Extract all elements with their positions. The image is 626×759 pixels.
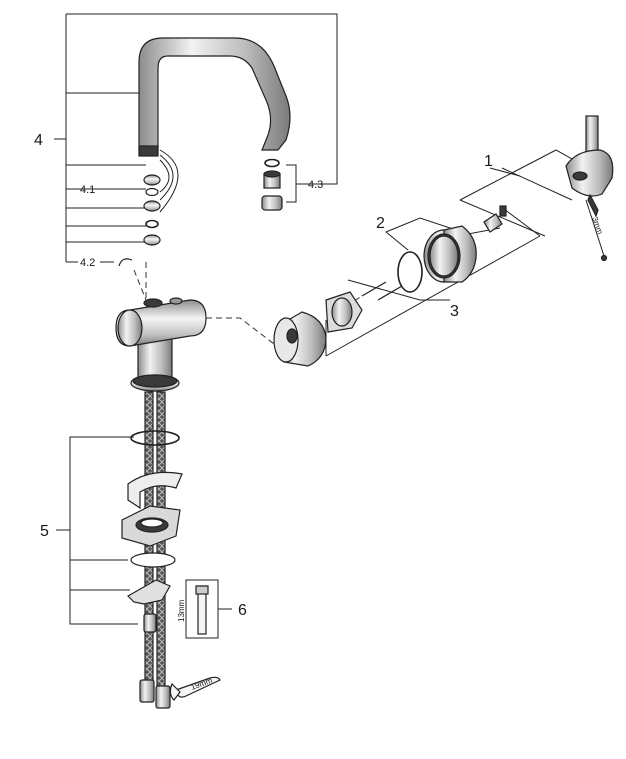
lever-handle-icon: 3mm (565, 115, 614, 262)
mounting-nut (143, 613, 157, 633)
callout-6: 6 (238, 602, 247, 619)
faucet-body (115, 297, 207, 392)
hose-fittings (139, 679, 171, 709)
aerator-icon (261, 158, 283, 211)
tool-6: 13mm (177, 579, 232, 639)
spout-seals-stack (143, 174, 161, 246)
dim-13mm: 13mm (177, 599, 186, 622)
callout-4-1: 4.1 (80, 184, 95, 196)
bracket-4 (54, 13, 338, 263)
bracket-5 (56, 436, 138, 625)
half-washer (127, 471, 183, 510)
spanner-icon: 19mm (169, 676, 221, 701)
c-plate (127, 579, 171, 605)
seal-ring (397, 251, 423, 293)
callout-labels: 4 4.1 4.2 4.3 1 2 3 5 6 (34, 132, 493, 619)
cover-sleeve (423, 225, 477, 283)
spout-icon (138, 37, 291, 213)
callout-5: 5 (40, 523, 49, 540)
mounting-bracket-icon (121, 505, 181, 547)
callout-4: 4 (34, 132, 43, 149)
callout-2: 2 (376, 215, 385, 232)
callout-1: 1 (484, 153, 493, 170)
bracket-3 (347, 279, 450, 301)
spindle-adapter (483, 205, 507, 233)
dim-3mm: 3mm (590, 216, 605, 236)
dim-19mm: 19mm (190, 676, 214, 692)
bracket-2 (325, 205, 541, 357)
callout-4-3: 4.3 (308, 179, 323, 191)
callout-4-2: 4.2 (80, 257, 95, 269)
cartridge-icon (273, 311, 327, 367)
flat-washer (130, 552, 176, 568)
callout-3: 3 (450, 303, 459, 320)
mounting-flange (325, 291, 363, 333)
clip-4-2 (118, 258, 147, 301)
base-o-ring (130, 430, 180, 446)
